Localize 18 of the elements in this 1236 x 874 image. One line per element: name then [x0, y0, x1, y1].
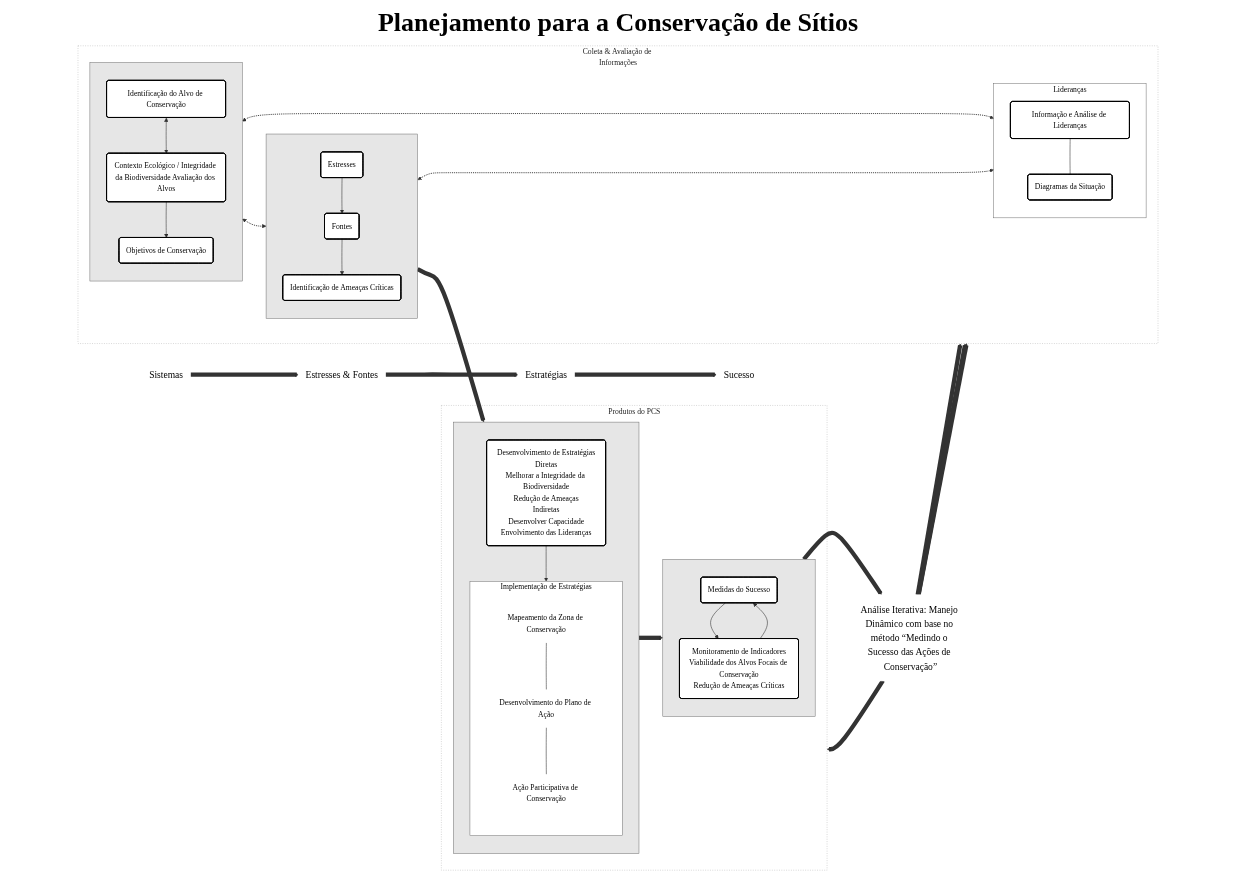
diagram-title: Planejamento para a Conservação de Sítios	[377, 8, 859, 38]
node-text: Sucesso	[723, 369, 755, 380]
cluster	[89, 62, 243, 282]
arrow	[802, 530, 883, 596]
arrow	[416, 267, 486, 423]
cluster	[662, 559, 816, 717]
node-text: Sistemas	[149, 369, 184, 380]
arrow	[638, 635, 663, 640]
cluster	[265, 133, 418, 319]
node-text: Análise Iterativa: Manejo Dinâmico com base no método “Medindo o Sucesso das Ações de Conservação”	[860, 604, 958, 672]
node-text: Estratégias	[525, 369, 568, 380]
cluster	[453, 421, 640, 854]
arrow	[574, 372, 717, 377]
arrow	[190, 372, 299, 377]
arrow	[385, 372, 519, 377]
connector	[1069, 138, 1071, 175]
arrow	[826, 679, 885, 752]
node-text: Estresses & Fontes	[305, 369, 379, 380]
